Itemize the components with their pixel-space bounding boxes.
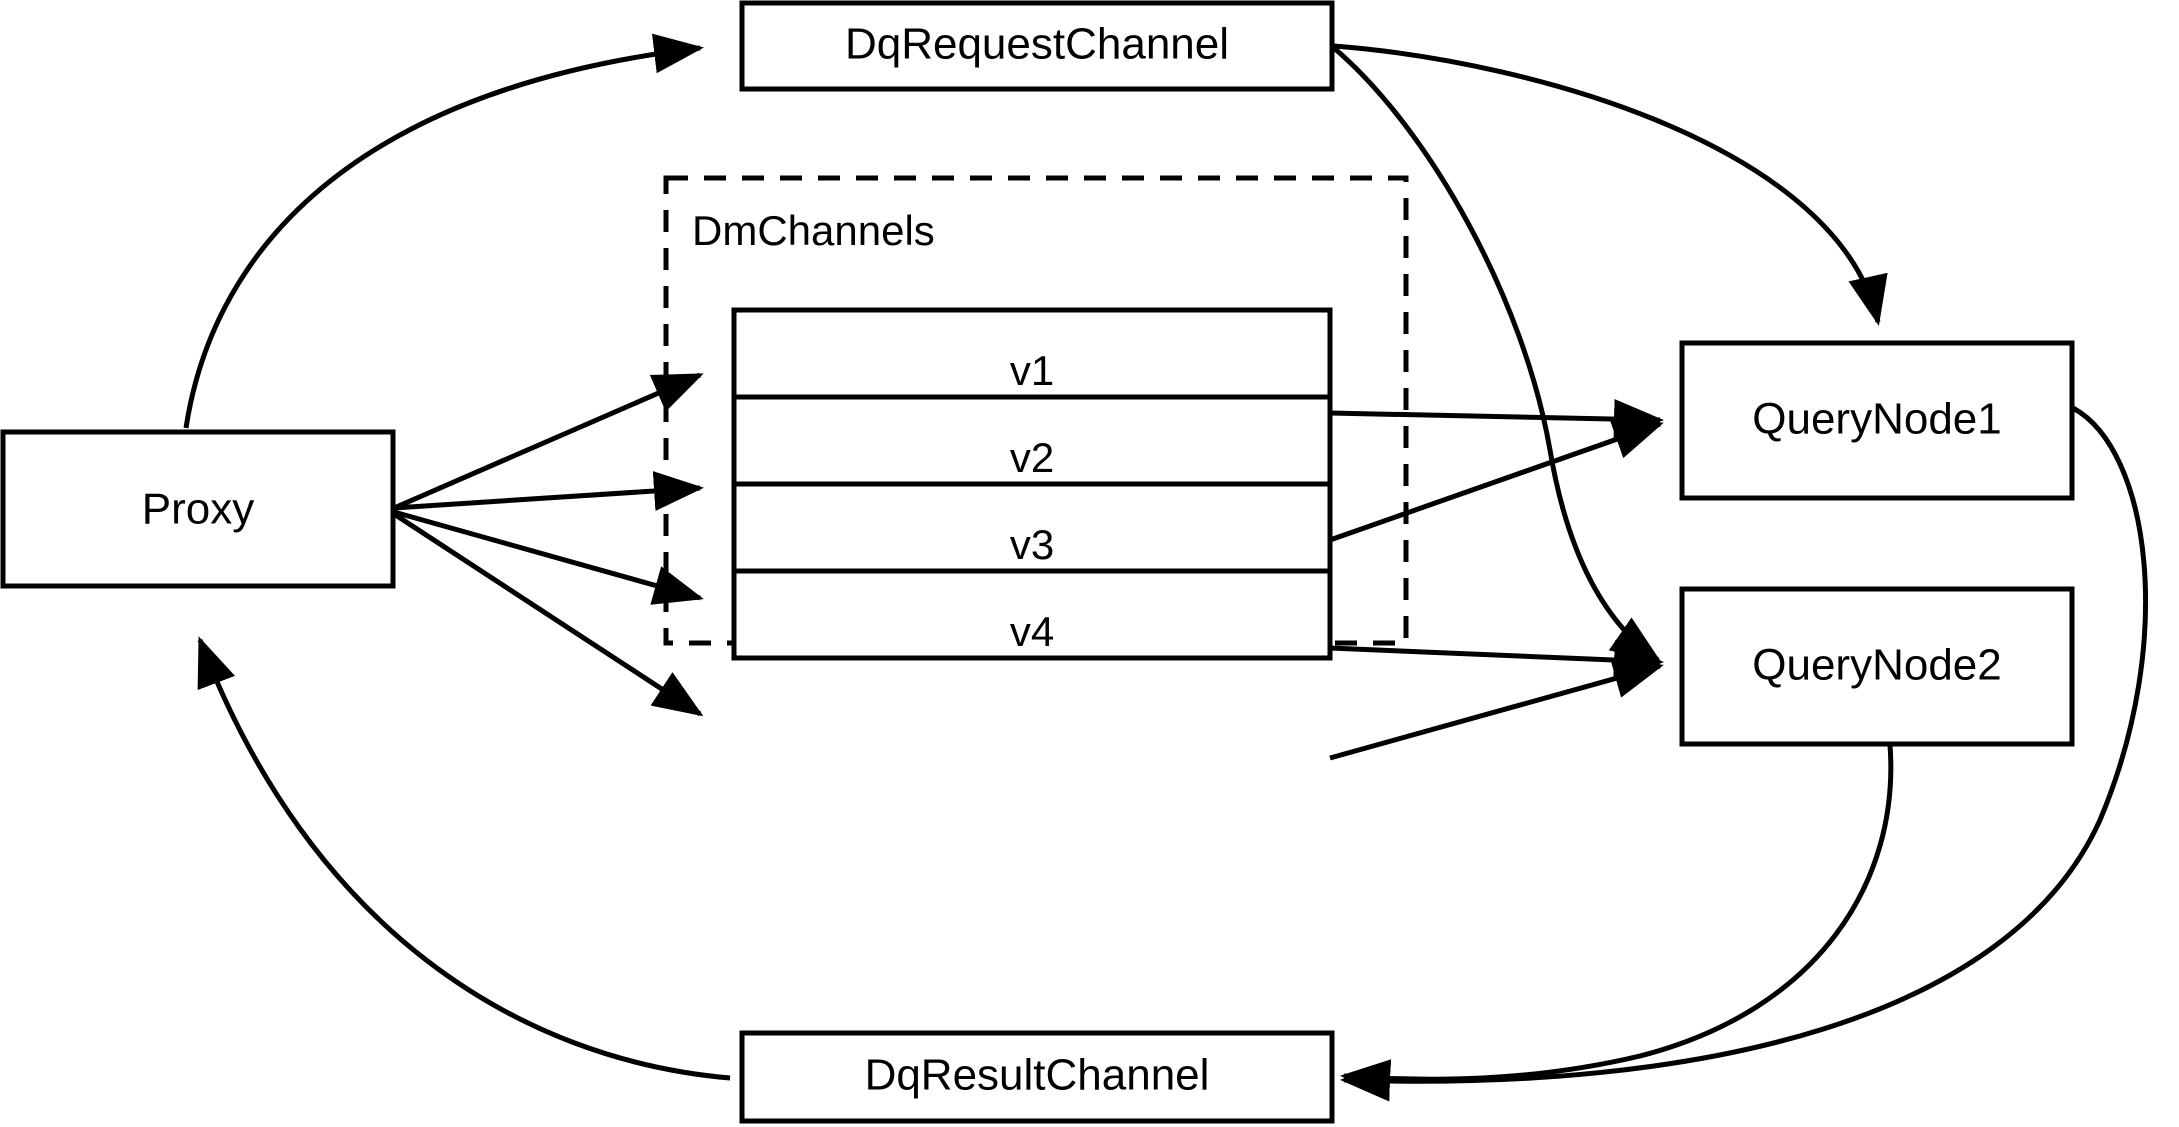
proxy-label: Proxy <box>142 485 254 534</box>
edge-querynode1-to-dqresultchannel <box>1340 405 2149 1102</box>
edge-v1-to-querynode1 <box>1329 399 1664 440</box>
edge-proxy-to-v3 <box>393 509 704 605</box>
edge-proxy-to-v2 <box>393 471 704 511</box>
edge-v3-to-querynode2 <box>1329 640 1664 681</box>
vchannel-label-v3: v3 <box>1010 521 1054 568</box>
vchannel-label-v2: v2 <box>1010 434 1054 481</box>
edge-proxy-to-dqrequestchannel <box>183 33 704 429</box>
edge-v4-to-querynode2 <box>1329 659 1664 761</box>
edge-querynode2-to-dqresultchannel <box>1340 744 1894 1100</box>
query-node-1-label: QueryNode1 <box>1752 395 2001 444</box>
dq-request-channel-label: DqRequestChannel <box>845 20 1229 69</box>
node-query-node-2[interactable]: QueryNode2 <box>1679 586 2075 747</box>
edge-proxy-to-v1 <box>393 372 704 511</box>
query-node-2-box[interactable] <box>1679 586 2075 747</box>
node-dq-result-channel[interactable]: DqResultChannel <box>739 1030 1335 1124</box>
query-node-2-label: QueryNode2 <box>1752 641 2001 690</box>
proxy-box[interactable] <box>0 429 396 589</box>
node-dq-request-channel[interactable]: DqRequestChannel <box>739 0 1335 92</box>
dm-channels-group-label: DmChannels <box>692 207 935 254</box>
edge-dqresultchannel-to-proxy <box>197 636 731 1081</box>
vchannel-label-v4: v4 <box>1010 608 1054 655</box>
edge-proxy-to-v4 <box>392 511 704 717</box>
edge-dqrequestchannel-to-querynode2 <box>1332 46 1662 663</box>
dq-result-channel-label: DqResultChannel <box>865 1051 1210 1100</box>
node-proxy[interactable]: Proxy <box>0 429 396 589</box>
edge-v2-to-querynode1 <box>1329 420 1664 543</box>
query-node-1-box[interactable] <box>1679 340 2075 501</box>
edge-dqrequestchannel-to-querynode1 <box>1333 43 1888 326</box>
node-query-node-1[interactable]: QueryNode1 <box>1679 340 2075 501</box>
vchannel-stack: v1 v2 v3 v4 <box>731 307 1333 661</box>
vchannel-label-v1: v1 <box>1010 347 1054 394</box>
dq-request-channel-box[interactable] <box>739 0 1335 92</box>
dq-result-channel-box[interactable] <box>739 1030 1335 1124</box>
